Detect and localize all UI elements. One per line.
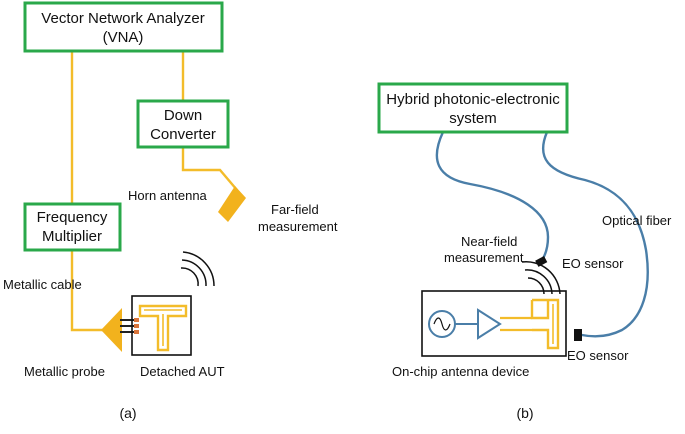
sine-wave-icon xyxy=(433,317,451,331)
amplifier-icon xyxy=(477,308,502,340)
fiber-to-near-field-sensor xyxy=(435,130,550,264)
hybrid-system-box xyxy=(377,82,569,134)
optical-fibers xyxy=(435,130,649,338)
horn-antenna-icon xyxy=(218,186,246,222)
hybrid-system-line1: Hybrid photonic-electronic xyxy=(386,91,560,108)
down-converter-line1: Down xyxy=(164,107,202,124)
panel-b: Hybrid photonic-electronic system Optica… xyxy=(377,82,672,421)
metallic-probe-label: Metallic probe xyxy=(24,364,105,379)
vna-title-line1: Vector Network Analyzer xyxy=(41,10,204,27)
aut-t-antenna-inner-icon xyxy=(144,309,182,346)
vna-box xyxy=(23,1,224,53)
down-converter-box xyxy=(136,99,230,149)
hybrid-system-line2: system xyxy=(449,110,497,127)
frequency-multiplier-line2: Multiplier xyxy=(42,228,102,245)
fiber-to-far-sensor xyxy=(541,130,649,338)
far-field-label-line2: measurement xyxy=(258,219,338,234)
horn-antenna-label: Horn antenna xyxy=(128,188,208,203)
on-chip-device-box xyxy=(421,290,567,357)
aut-t-antenna-icon xyxy=(138,304,188,352)
metallic-cables xyxy=(70,52,238,332)
vna-title-line2: (VNA) xyxy=(103,29,144,46)
detached-aut-box xyxy=(131,295,192,356)
near-field-label-line2: measurement xyxy=(444,250,524,265)
cable-multiplier-to-probe xyxy=(70,251,104,332)
caption-a: (a) xyxy=(119,405,136,421)
probe-contacts xyxy=(134,318,139,334)
near-field-label-line1: Near-field xyxy=(461,234,517,249)
panel-a: Vector Network Analyzer (VNA) Down Conve… xyxy=(3,1,338,421)
chip-t-antenna-icon xyxy=(530,298,560,350)
eo-sensor-bottom-label: EO sensor xyxy=(567,348,629,363)
detached-aut-label: Detached AUT xyxy=(140,364,225,379)
far-field-label-line1: Far-field xyxy=(271,202,319,217)
metallic-probe-icon xyxy=(101,308,122,352)
frequency-multiplier-line1: Frequency xyxy=(37,209,108,226)
eo-sensor-far-icon xyxy=(574,329,582,341)
frequency-multiplier-box xyxy=(23,202,122,252)
eo-sensor-top-label: EO sensor xyxy=(562,256,624,271)
radiation-arcs-chip-icon xyxy=(521,261,561,295)
optical-fiber-label: Optical fiber xyxy=(602,213,672,228)
caption-b: (b) xyxy=(516,405,533,421)
cable-downconverter-to-horn xyxy=(181,147,238,191)
chip-antenna-feed xyxy=(500,316,532,332)
down-converter-line2: Converter xyxy=(150,126,216,143)
on-chip-device-label: On-chip antenna device xyxy=(392,364,529,379)
metallic-cable-label: Metallic cable xyxy=(3,277,82,292)
radiation-arcs-aut-icon xyxy=(180,251,215,287)
